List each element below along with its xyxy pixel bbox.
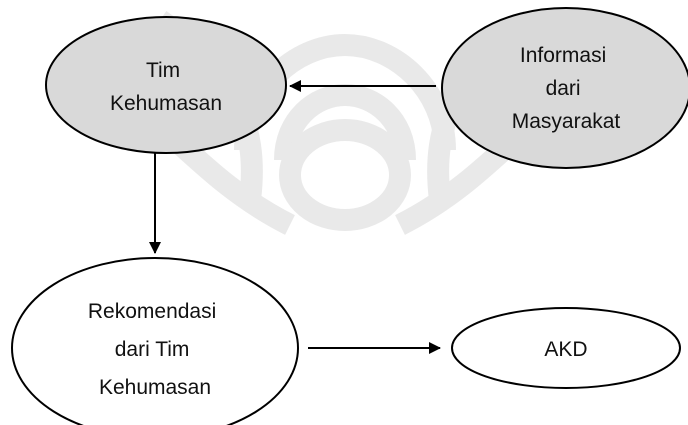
- node-rekomendasi-shape: [11, 257, 299, 425]
- node-tim-kehumasan-label: Tim Kehumasan: [110, 59, 222, 115]
- node-informasi-dari-masyarakat: Informasi dari Masyarakat: [441, 7, 688, 169]
- node-akd-shape: [451, 307, 681, 389]
- node-tim-kehumasan-shape: [45, 16, 287, 154]
- node-informasi-label: Informasi dari Masyarakat: [512, 44, 621, 133]
- node-tim-kehumasan: Tim Kehumasan: [45, 16, 287, 154]
- node-akd-label: AKD: [544, 338, 587, 361]
- node-akd: AKD: [451, 307, 681, 389]
- node-rekomendasi-label: Rekomendasi dari Tim Kehumasan: [88, 300, 222, 399]
- node-informasi-shape: [441, 7, 688, 169]
- node-rekomendasi: Rekomendasi dari Tim Kehumasan: [11, 257, 299, 425]
